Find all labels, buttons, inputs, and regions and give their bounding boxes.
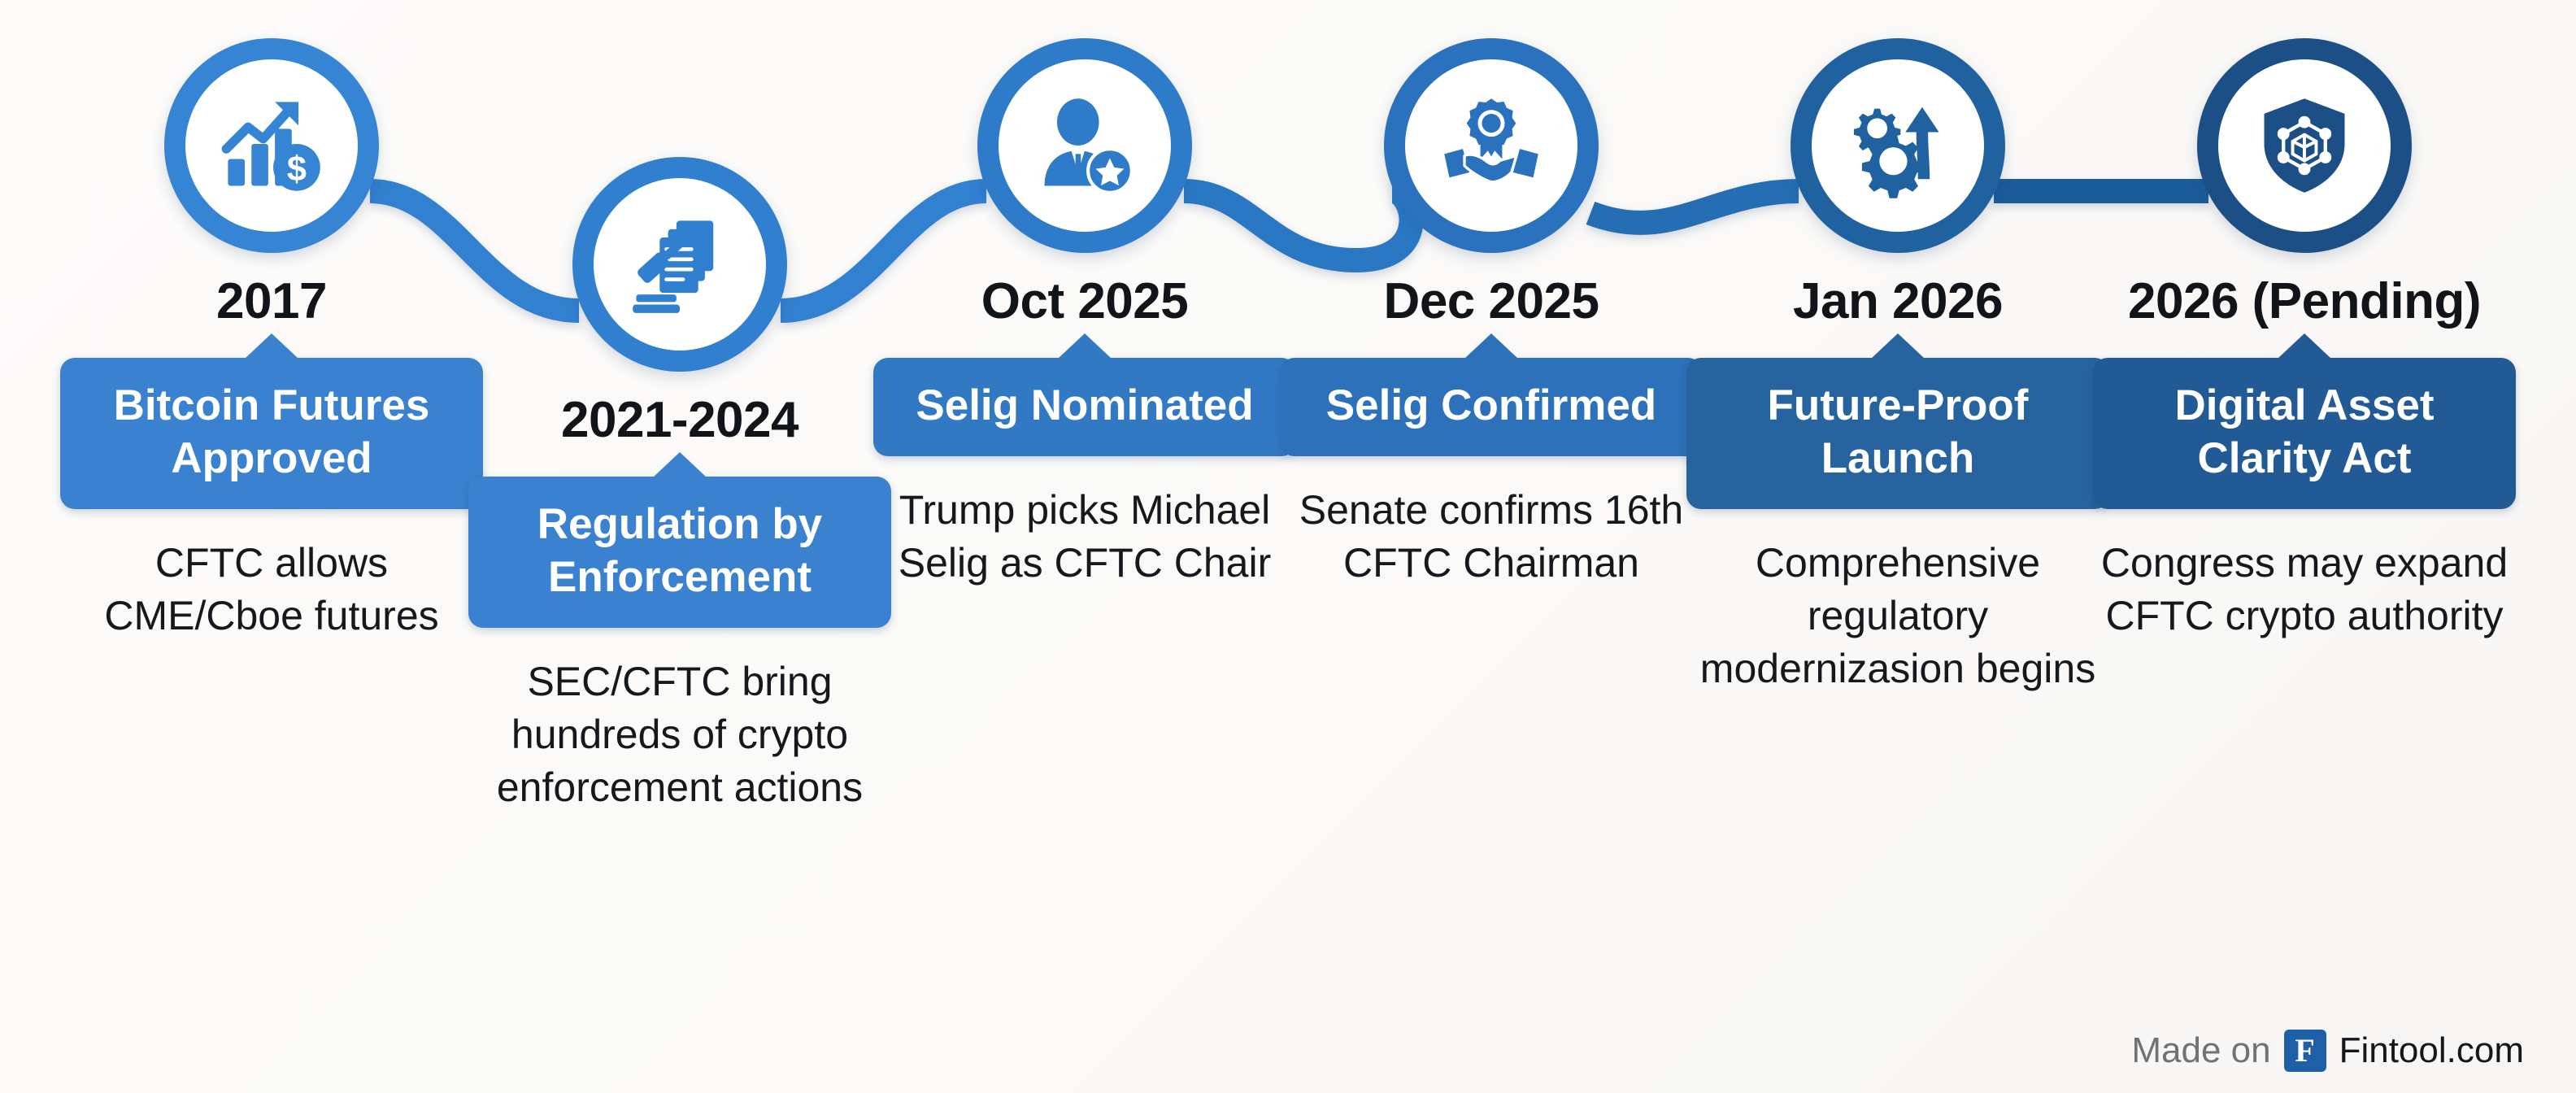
node-description: Senate confirms 16th CFTC Chairman xyxy=(1299,487,1684,586)
node-circle xyxy=(1384,38,1599,253)
made-on-label: Made on xyxy=(2131,1030,2271,1070)
node-badge[interactable]: Bitcoin Futures Approved xyxy=(60,333,483,510)
node-badge[interactable]: Selig Nominated xyxy=(873,333,1296,457)
node-circle xyxy=(977,38,1192,253)
node-badge-label: Digital Asset Clarity Act xyxy=(2174,381,2435,483)
growth-chart-dollar-icon: $ xyxy=(218,92,325,199)
node-badge[interactable]: Selig Confirmed xyxy=(1280,333,1703,457)
node-date-label: Jan 2026 xyxy=(1793,273,2004,329)
timeline-node-2[interactable]: 2021-2024 Regulation by Enforcement SEC/… xyxy=(468,155,891,814)
timeline-node-1[interactable]: $ 2017 Bitcoin Futures Approved CFTC all… xyxy=(60,36,483,642)
node-badge-label: Selig Confirmed xyxy=(1325,381,1657,429)
node-badge-label: Bitcoin Futures Approved xyxy=(113,381,430,483)
node-circle-wrap: $ xyxy=(162,36,381,255)
node-circle-wrap xyxy=(2195,36,2414,255)
node-description: Trump picks Michael Selig as CFTC Chair xyxy=(898,487,1272,586)
node-date-label: 2026 (Pending) xyxy=(2128,273,2482,329)
node-date-label: Dec 2025 xyxy=(1383,273,1599,329)
node-badge-label: Regulation by Enforcement xyxy=(537,500,823,602)
handshake-award-icon xyxy=(1438,92,1545,199)
node-circle xyxy=(2197,38,2412,253)
node-circle xyxy=(1791,38,2005,253)
node-badge[interactable]: Future-Proof Launch xyxy=(1686,333,2109,510)
node-description: CFTC allows CME/Cboe futures xyxy=(104,540,439,639)
node-date-label: Oct 2025 xyxy=(981,273,1189,329)
person-star-icon xyxy=(1031,92,1138,199)
timeline-node-6[interactable]: 2026 (Pending) Digital Asset Clarity Act… xyxy=(2093,36,2516,642)
node-description: Congress may expand CFTC crypto authorit… xyxy=(2100,540,2509,639)
node-date-label: 2017 xyxy=(216,273,327,329)
node-badge-label: Future-Proof Launch xyxy=(1767,381,2029,483)
node-badge[interactable]: Digital Asset Clarity Act xyxy=(2093,333,2516,510)
timeline-node-5[interactable]: Jan 2026 Future-Proof Launch Comprehensi… xyxy=(1686,36,2109,695)
node-description: Comprehensive regulatory modernizasion b… xyxy=(1699,540,2096,692)
gears-arrow-up-icon xyxy=(1844,92,1952,199)
svg-text:$: $ xyxy=(287,150,307,189)
gavel-documents-icon xyxy=(626,211,733,318)
node-circle-wrap xyxy=(1382,36,1601,255)
node-date-label: 2021-2024 xyxy=(561,392,799,448)
node-description: SEC/CFTC bring hundreds of crypto enforc… xyxy=(496,659,864,811)
node-circle xyxy=(572,157,787,372)
node-circle-wrap xyxy=(570,155,790,374)
node-badge-label: Selig Nominated xyxy=(916,381,1254,429)
node-circle: $ xyxy=(164,38,379,253)
timeline-node-3[interactable]: Oct 2025 Selig Nominated Trump picks Mic… xyxy=(873,36,1296,590)
node-circle-wrap xyxy=(975,36,1194,255)
node-badge[interactable]: Regulation by Enforcement xyxy=(468,451,891,629)
timeline-node-4[interactable]: Dec 2025 Selig Confirmed Senate confirms… xyxy=(1280,36,1703,590)
shield-blockchain-icon xyxy=(2251,92,2358,199)
fintool-brand-label: Fintool.com xyxy=(2339,1030,2524,1070)
fintool-logo-icon: F xyxy=(2283,1030,2326,1072)
footer-branding[interactable]: Made on F Fintool.com xyxy=(2131,1030,2524,1072)
node-circle-wrap xyxy=(1788,36,2008,255)
